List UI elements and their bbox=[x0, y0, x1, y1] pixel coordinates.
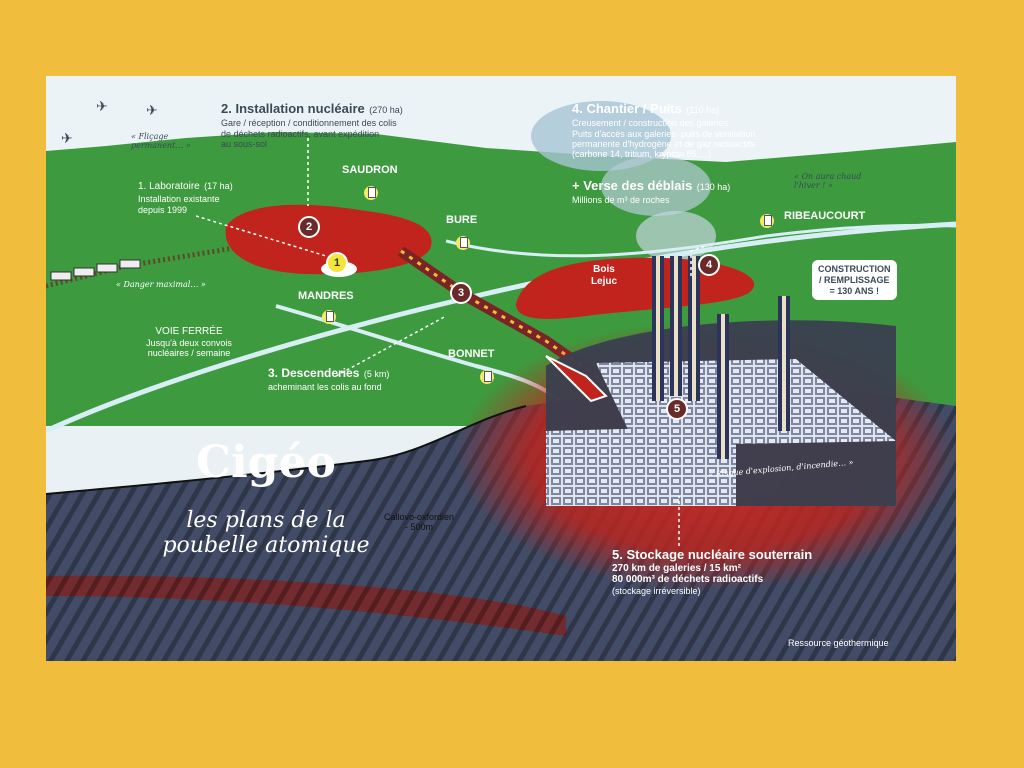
badge-line: = 130 ANS ! bbox=[829, 285, 879, 296]
installation-desc: de déchets radioactifs, avant expédition bbox=[221, 128, 380, 139]
installation-label: 2. Installation nucléaire (270 ha) Gare … bbox=[221, 100, 461, 149]
voie-desc: nucléaires / semaine bbox=[147, 347, 231, 358]
caption-line: « Fliçage bbox=[131, 132, 169, 141]
village-icon bbox=[364, 186, 378, 200]
village-name-mandres: MANDRES bbox=[298, 290, 354, 302]
chantier-desc: permanente d'hydrogène et de gaz radioac… bbox=[572, 139, 755, 150]
quote-line: « On aura chaud bbox=[794, 172, 862, 181]
badge-line: / REMPLISSAGE bbox=[818, 274, 890, 285]
train bbox=[50, 259, 141, 281]
poster: ✈ ✈ ✈ « Fliçage permanent… » 2. Installa… bbox=[46, 76, 956, 661]
voie-desc: Jusqu'à deux convois bbox=[146, 337, 232, 348]
marker-5: 5 bbox=[666, 398, 688, 420]
village-icon bbox=[760, 214, 774, 228]
smoke-cloud bbox=[636, 211, 716, 261]
village-name-bure: BURE bbox=[446, 214, 478, 226]
callovo-line: Callovo-oxfordien bbox=[384, 512, 455, 522]
chaud-quote: « On aura chaud l'hiver ! » bbox=[794, 172, 861, 190]
quote-line: l'hiver ! » bbox=[794, 181, 833, 191]
descenderies-area: (5 km) bbox=[363, 369, 390, 379]
laboratoire-desc: Installation existante bbox=[138, 194, 220, 205]
ground-line bbox=[46, 405, 527, 495]
verse-area: (130 ha) bbox=[696, 182, 731, 192]
poster-subtitle: les plans de la poubelle atomique bbox=[151, 508, 381, 559]
helicopter-icon: ✈ bbox=[61, 130, 73, 146]
bois-lejuc-label: Bois Lejuc bbox=[590, 264, 618, 287]
installation-desc: au sous-sol bbox=[221, 139, 268, 150]
stockage-label: 5. Stockage nucléaire souterrain 270 km … bbox=[612, 547, 882, 596]
descenderies-desc: acheminant les colis au fond bbox=[268, 382, 382, 393]
stockage-desc: 270 km de galeries / 15 km² bbox=[612, 562, 741, 574]
verse-label: + Verse des déblais (130 ha) Millions de… bbox=[572, 177, 792, 206]
chantier-area: (110 ha) bbox=[686, 105, 720, 115]
storage-galleries-lower bbox=[546, 426, 736, 506]
marker-2: 2 bbox=[298, 216, 320, 238]
ventilation-shafts bbox=[652, 256, 790, 459]
chantier-desc: Creusement / construction des galeries bbox=[572, 118, 729, 129]
road bbox=[445, 223, 956, 258]
pointer-arrows bbox=[195, 138, 707, 546]
descenderies-title: 3. Descenderies bbox=[268, 366, 360, 380]
voie-title: VOIE FERRÉE bbox=[155, 326, 223, 337]
stockage-title: 5. Stockage nucléaire souterrain bbox=[612, 547, 813, 562]
village-name-bonnet: BONNET bbox=[448, 348, 495, 360]
smoke-cloud bbox=[531, 101, 671, 171]
callovo-label: Callovo-oxfordien - 500m bbox=[384, 512, 454, 533]
marker-1: 1 bbox=[326, 252, 348, 274]
helicopter-caption: « Fliçage permanent… » bbox=[131, 132, 191, 150]
village-icon bbox=[456, 236, 470, 250]
helicopter-icon: ✈ bbox=[96, 98, 108, 114]
installation-area bbox=[225, 204, 432, 275]
village-icon bbox=[322, 310, 336, 324]
smoke-cloud bbox=[601, 156, 711, 216]
laboratoire-area: (17 ha) bbox=[204, 181, 233, 191]
village-name-ribeaucourt: RIBEAUCOURT bbox=[784, 210, 866, 222]
installation-area-text: (270 ha) bbox=[369, 105, 403, 115]
verse-title: + Verse des déblais bbox=[572, 178, 693, 193]
callovo-layer bbox=[46, 575, 566, 636]
badge-line: CONSTRUCTION bbox=[818, 264, 891, 274]
callovo-line: - 500m bbox=[405, 522, 434, 533]
laboratoire-title: 1. Laboratoire bbox=[138, 181, 200, 192]
installation-desc: Gare / réception / conditionnement des c… bbox=[221, 118, 397, 129]
voie-ferree-label: VOIE FERRÉE Jusqu'à deux convois nucléai… bbox=[124, 326, 254, 358]
chantier-desc: (carbone 14, tritium, krypton 85,…) bbox=[572, 149, 712, 160]
landscape-illustration bbox=[46, 76, 956, 661]
installation-title: 2. Installation nucléaire bbox=[221, 101, 365, 116]
caption-line: permanent… » bbox=[131, 141, 191, 151]
chantier-title: 4. Chantier / Puits bbox=[572, 101, 682, 116]
danger-quote: « Danger maximal… » bbox=[116, 280, 206, 289]
subtitle-line: les plans de la bbox=[186, 508, 346, 533]
chantier-label: 4. Chantier / Puits (110 ha) Creusement … bbox=[572, 100, 812, 160]
village-name-saudron: SAUDRON bbox=[342, 164, 398, 176]
construction-badge: CONSTRUCTION / REMPLISSAGE = 130 ANS ! bbox=[812, 260, 897, 301]
descenderies-label: 3. Descenderies (5 km) acheminant les co… bbox=[268, 364, 468, 393]
entry-arrow bbox=[545, 355, 608, 403]
poster-title: Cigéo bbox=[196, 437, 336, 488]
marker-3: 3 bbox=[450, 282, 472, 304]
verse-desc: Millions de m³ de roches bbox=[572, 195, 670, 206]
stockage-desc: (stockage irréversible) bbox=[612, 585, 701, 596]
laboratoire-desc: depuis 1999 bbox=[138, 204, 188, 215]
chantier-desc: Puits d'accès aux galeries, puits de ven… bbox=[572, 128, 756, 139]
village-icon bbox=[480, 370, 494, 384]
helicopter-icon: ✈ bbox=[146, 102, 158, 118]
laboratoire-label: 1. Laboratoire (17 ha) Installation exis… bbox=[138, 176, 278, 215]
geothermal-label: Ressource géothermique bbox=[788, 638, 889, 648]
stockage-desc: 80 000m³ de déchets radioactifs bbox=[612, 574, 764, 586]
subtitle-line: poubelle atomique bbox=[162, 533, 370, 559]
marker-4: 4 bbox=[698, 254, 720, 276]
